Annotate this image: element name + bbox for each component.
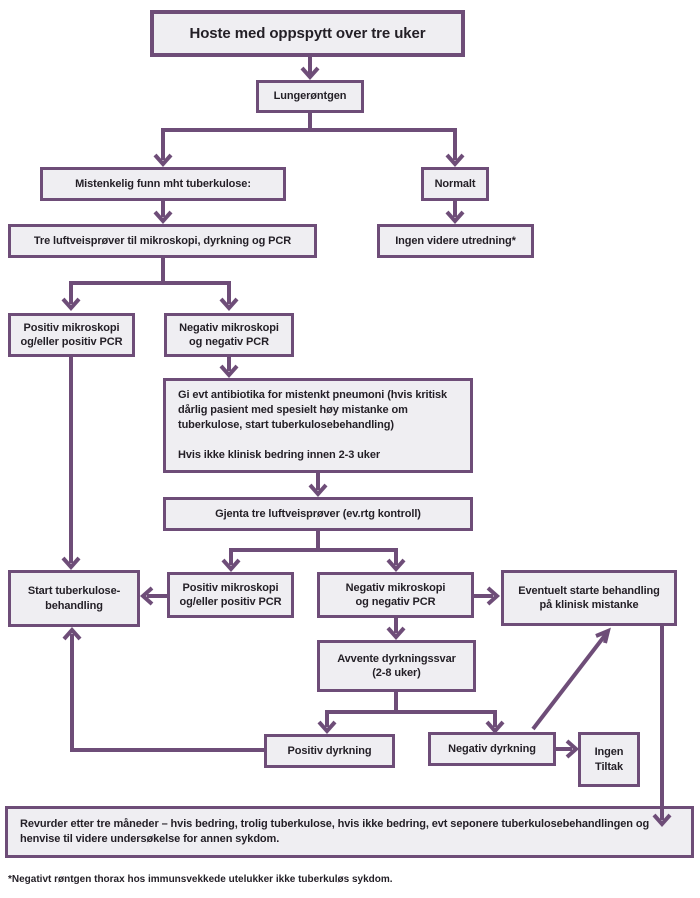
- node-positiv-dyrkning: Positiv dyrkning: [264, 734, 395, 768]
- node-ingen-tiltak: Ingen Tiltak: [578, 732, 640, 787]
- node-negativ-mikroskopi-1: Negativ mikroskopi og negativ PCR: [164, 313, 294, 357]
- node-antibiotika: Gi evt antibiotika for mistenkt pneumoni…: [163, 378, 473, 473]
- arrow-antibiotika-to-gjenta: [308, 473, 328, 498]
- arrow-negativdyrkning-to-eventuelt: [531, 627, 611, 731]
- arrow-hoste-to-lungerontgen: [300, 57, 320, 81]
- arrow-mistenkelig-to-prover: [153, 201, 173, 225]
- arrow-eventuelt-to-revurder: [652, 626, 672, 828]
- node-gjenta-luftveisprover: Gjenta tre luftveisprøver (ev.rtg kontro…: [163, 497, 473, 531]
- arrow-negativ2-to-eventuelt: [474, 586, 501, 606]
- node-avvente-dyrkningssvar: Avvente dyrkningssvar (2-8 uker): [317, 640, 476, 692]
- arrow-negativ1-to-antibiotika: [219, 356, 239, 379]
- node-revurder: Revurder etter tre måneder – hvis bedrin…: [5, 806, 694, 858]
- arrow-prover-split: [61, 258, 239, 312]
- node-mistenkelig-funn: Mistenkelig funn mht tuberkulose:: [40, 167, 286, 201]
- node-negativ-dyrkning: Negativ dyrkning: [428, 732, 556, 766]
- node-start-tuberkulosebehandling: Start tuberkulose- behandling: [8, 570, 140, 627]
- node-ingen-videre-utredning: Ingen videre utredning*: [377, 224, 534, 258]
- node-positiv-mikroskopi-2: Positiv mikroskopi og/eller positiv PCR: [167, 572, 294, 618]
- node-negativ-mikroskopi-2: Negativ mikroskopi og negativ PCR: [317, 572, 474, 618]
- node-hoste-med-oppspytt: Hoste med oppspytt over tre uker: [150, 10, 465, 57]
- node-eventuelt-starte-behandling: Eventuelt starte behandling på klinisk m…: [501, 570, 677, 626]
- node-lungerontgen: Lungerøntgen: [256, 80, 364, 113]
- arrow-positiv1-to-startbehandling: [61, 356, 81, 571]
- footnote-text: *Negativt røntgen thorax hos immunsvekke…: [8, 874, 393, 885]
- arrow-lungerontgen-split: [153, 113, 465, 168]
- node-normalt: Normalt: [421, 167, 489, 201]
- arrow-gjenta-split: [221, 531, 406, 573]
- node-tre-luftveisprover: Tre luftveisprøver til mikroskopi, dyrkn…: [8, 224, 317, 258]
- arrow-normalt-to-utredning: [445, 201, 465, 225]
- arrow-negativdyrkning-to-ingentiltak: [556, 739, 580, 759]
- arrow-avvente-split: [317, 692, 505, 735]
- node-positiv-mikroskopi-1: Positiv mikroskopi og/eller positiv PCR: [8, 313, 135, 357]
- arrow-positivdyrkning-to-startbehandling: [62, 626, 264, 752]
- arrow-negativ2-to-avvente: [386, 618, 406, 641]
- arrow-positiv2-to-startbehandling: [139, 586, 167, 606]
